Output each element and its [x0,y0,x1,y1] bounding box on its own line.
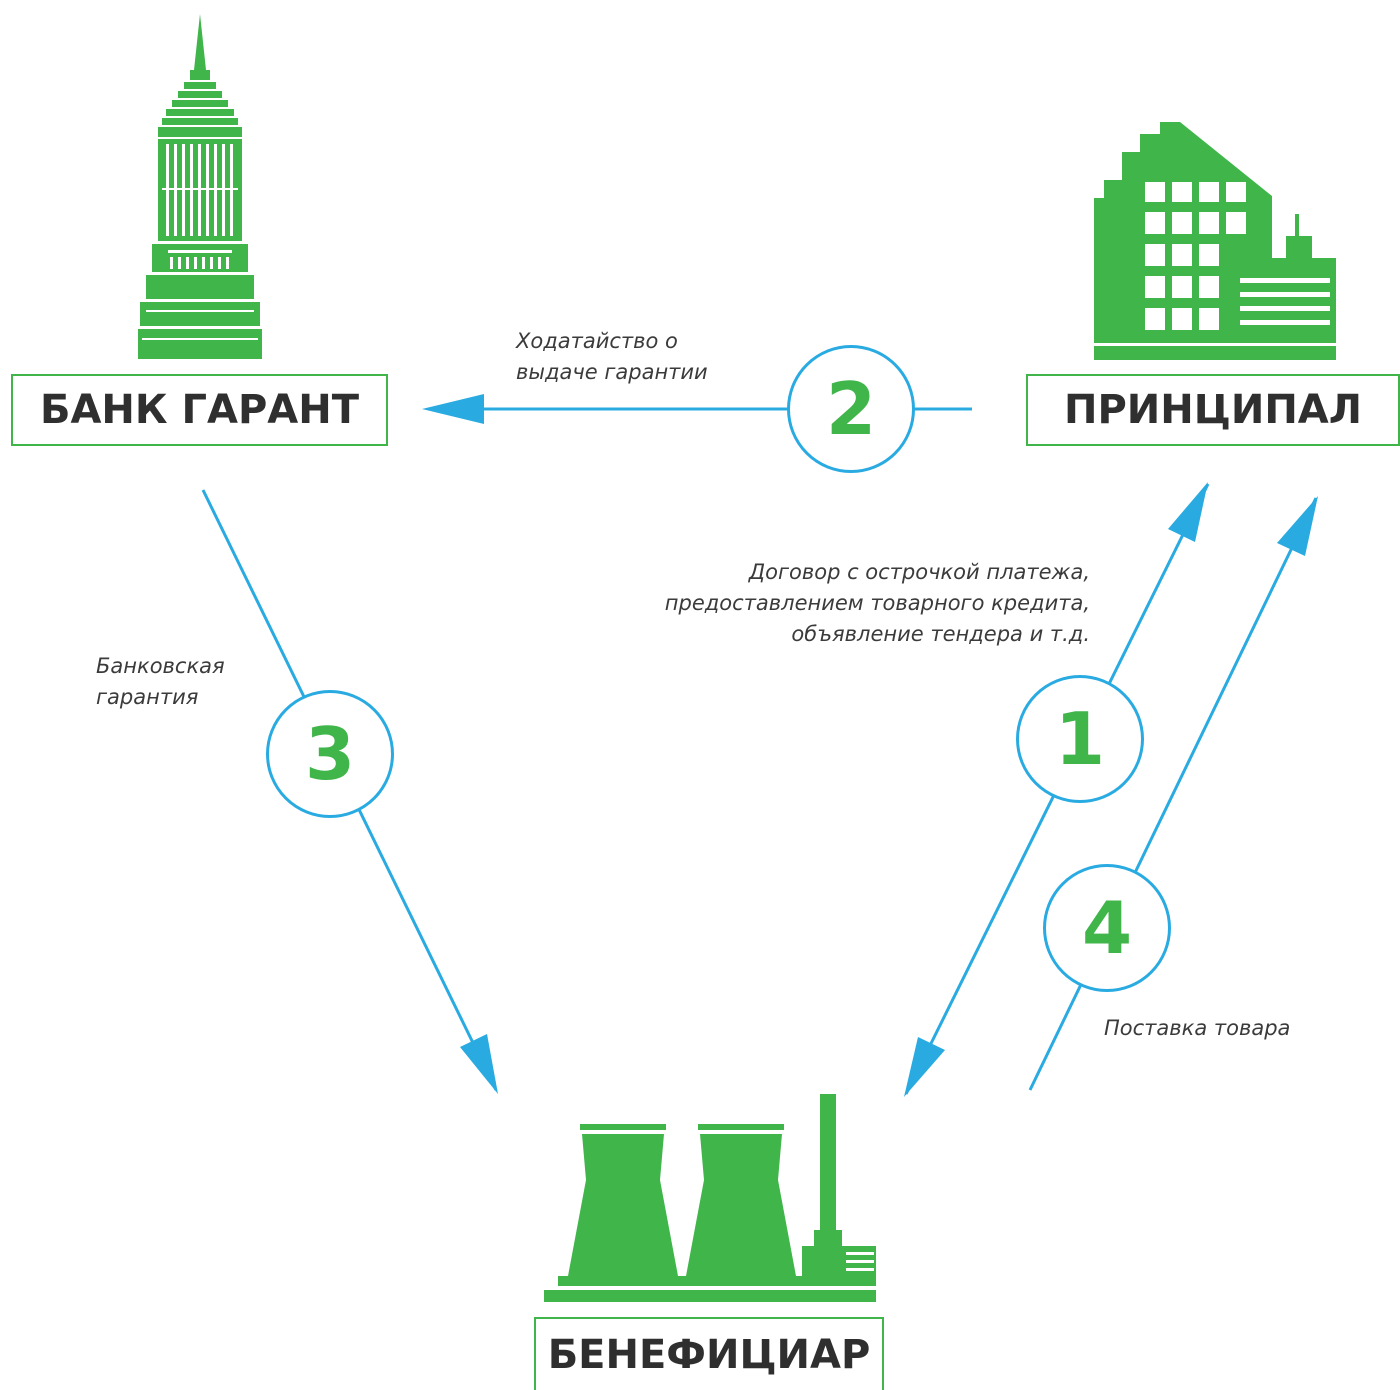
step-4-note-line: Поставка товара [1104,1016,1291,1040]
bank-guarantor-label: БАНК ГАРАНТ [11,374,388,446]
arrow-head-step-1-top [1168,482,1208,542]
step-2-badge: 2 [787,345,915,473]
step-1-note-line: объявление тендера и т.д. [791,622,1090,646]
skyscraper-icon [138,14,262,359]
step-1-note-line: предоставлением товарного кредита, [664,591,1090,615]
step-1-badge: 1 [1016,675,1144,803]
arrow-head-step-3 [460,1034,498,1094]
step-1-note-line: Договор с острочкой платежа, [748,560,1090,584]
beneficiary-label: БЕНЕФИЦИАР [534,1317,884,1390]
step-3-note-line: Банковская [96,654,225,678]
step-3-note-line: гарантия [96,685,199,709]
power-plant-icon [544,1094,876,1302]
arrow-step-4 [1028,497,1318,1091]
step-4-badge: 4 [1043,864,1171,992]
step-3-badge: 3 [266,690,394,818]
step-1-note: Договор с острочкой платежа, предоставле… [560,557,1090,650]
arrow-head-step-4 [1277,496,1318,556]
step-3-note: Банковская гарантия [96,651,225,713]
step-2-note: Ходатайство о выдаче гарантии [516,326,708,388]
step-4-note: Поставка товара [1104,1013,1290,1044]
arrow-head-step-2 [422,394,484,424]
principal-label: ПРИНЦИПАЛ [1026,374,1400,446]
step-2-note-line: выдаче гарантии [516,360,708,384]
step-2-note-line: Ходатайство о [516,329,678,353]
arrow-head-step-1-bottom [904,1037,945,1097]
office-building-icon [1094,122,1336,360]
